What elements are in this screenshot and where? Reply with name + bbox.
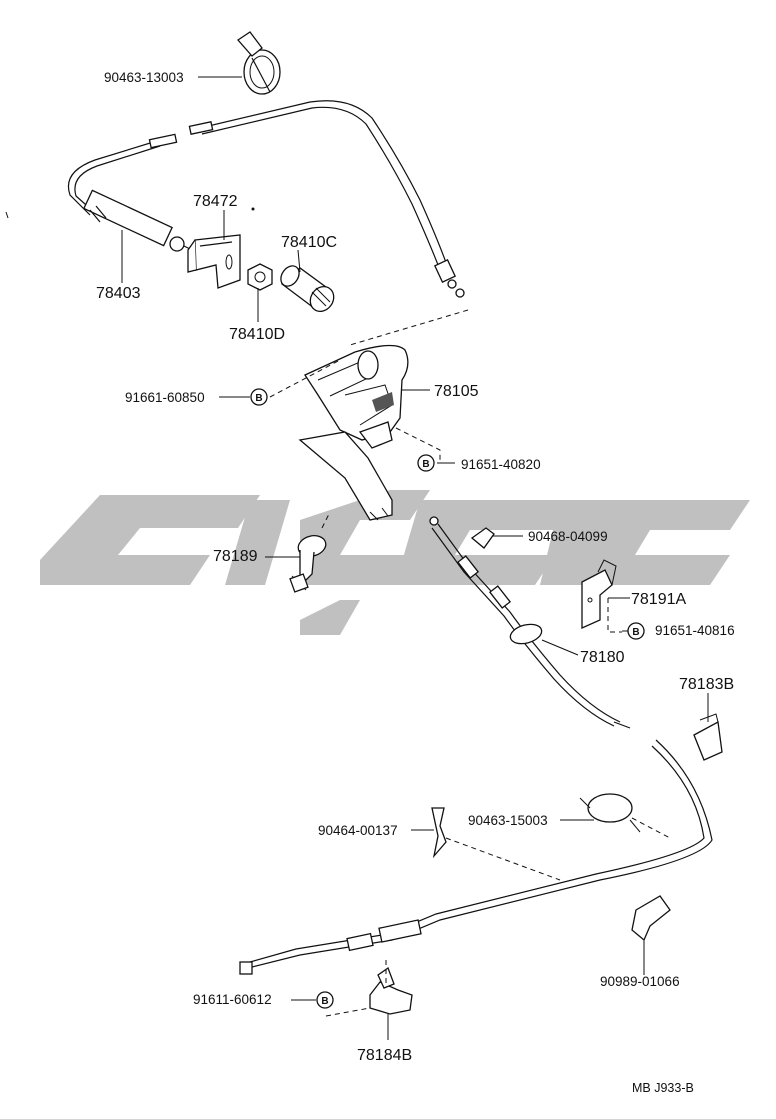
bolt-marker-91661: B bbox=[250, 388, 268, 406]
watermark-logo bbox=[40, 490, 750, 635]
release-lever-78105 bbox=[304, 344, 409, 449]
part-label: 91661-60850 bbox=[125, 390, 205, 405]
lever-cover bbox=[298, 431, 393, 521]
bolt-marker-91651-40820: B bbox=[417, 454, 435, 472]
part-label: 90468-04099 bbox=[528, 529, 608, 544]
part-label: 78180 bbox=[580, 649, 625, 666]
clamp-90463-15003 bbox=[579, 793, 641, 833]
leader-lines bbox=[121, 76, 709, 1040]
part-label: 91651-40820 bbox=[461, 457, 541, 472]
part-label: 78472 bbox=[193, 193, 238, 210]
part-label: 91651-40816 bbox=[655, 623, 735, 638]
bracket-78184b bbox=[369, 966, 413, 1015]
bracket-78472 bbox=[187, 234, 241, 289]
part-label: 78105 bbox=[434, 383, 479, 400]
diagram-reference-code: MB J933-B bbox=[632, 1081, 694, 1095]
stray-mark bbox=[5, 211, 9, 219]
upper-cable bbox=[67, 100, 465, 298]
middle-cable-78180 bbox=[429, 516, 631, 729]
svg-text:B: B bbox=[632, 627, 639, 638]
clip-90468 bbox=[470, 527, 495, 549]
svg-text:B: B bbox=[422, 459, 429, 470]
nut-78410d bbox=[247, 263, 273, 291]
part-label: 78184B bbox=[357, 1047, 412, 1064]
part-label: 78410D bbox=[229, 326, 285, 343]
part-labels: 90463-13003 78472 78410C 78403 78410D 91… bbox=[96, 70, 735, 1064]
bolt-marker-91651-40816: B bbox=[627, 622, 645, 640]
svg-text:B: B bbox=[321, 996, 328, 1007]
part-label: 91611-60612 bbox=[193, 992, 272, 1007]
bolt-marker-91611: B bbox=[316, 991, 334, 1009]
bracket-78191a bbox=[581, 559, 617, 630]
clip-90989 bbox=[631, 895, 671, 942]
part-label: 78410C bbox=[281, 234, 337, 251]
part-label: 78183B bbox=[679, 676, 734, 693]
band-clamp-top bbox=[237, 31, 281, 95]
clip-78183b bbox=[693, 713, 723, 761]
knob-78189 bbox=[289, 535, 327, 593]
svg-text:B: B bbox=[255, 393, 262, 404]
lower-cable bbox=[239, 739, 713, 975]
part-label: 90463-13003 bbox=[104, 70, 184, 85]
part-label: 78189 bbox=[213, 548, 258, 565]
knob-78410c bbox=[280, 265, 335, 313]
part-label: 90463-15003 bbox=[468, 813, 548, 828]
part-label: 78403 bbox=[96, 285, 141, 302]
clip-90464 bbox=[431, 807, 447, 859]
part-label: 90989-01066 bbox=[600, 974, 680, 989]
part-label: 78191A bbox=[631, 591, 686, 608]
part-label: 90464-00137 bbox=[318, 823, 398, 838]
